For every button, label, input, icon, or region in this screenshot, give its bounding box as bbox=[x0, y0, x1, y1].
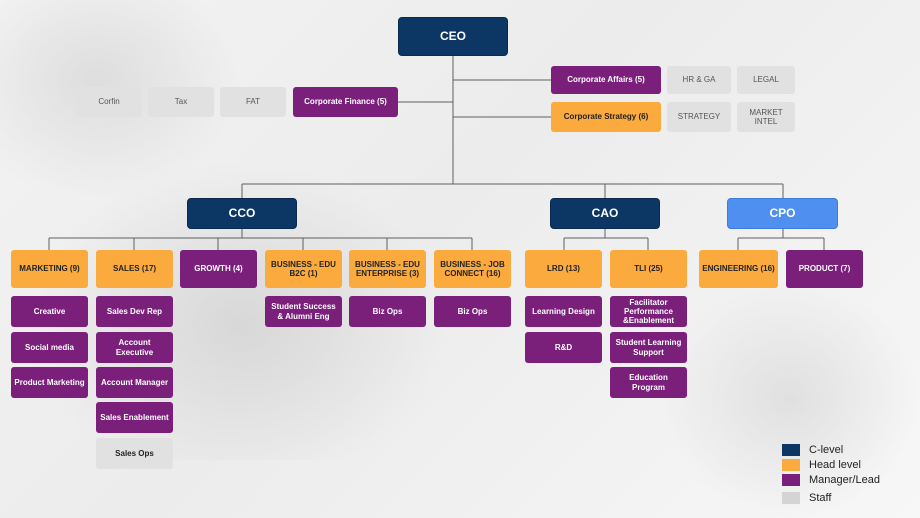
ceo-node: CEO bbox=[398, 17, 508, 56]
job-connect-node: BUSINESS - JOB CONNECT (16) bbox=[434, 250, 511, 288]
student-success-node: Student Success & Alumni Eng bbox=[265, 296, 342, 327]
market-intel-node: MARKET INTEL bbox=[737, 102, 795, 132]
edu-b2c-node: BUSINESS - EDU B2C (1) bbox=[265, 250, 342, 288]
legend-label: Head level bbox=[809, 458, 861, 471]
legend-label: C-level bbox=[809, 443, 844, 456]
legend-swatch bbox=[782, 458, 800, 471]
hr-ga-node: HR & GA bbox=[667, 66, 731, 94]
sales-dev-rep-node: Sales Dev Rep bbox=[96, 296, 173, 327]
cao-node: CAO bbox=[550, 198, 660, 229]
sales-ops-node: Sales Ops bbox=[96, 438, 173, 469]
account-executive-node: Account Executive bbox=[96, 332, 173, 363]
engineering-node: ENGINEERING (16) bbox=[699, 250, 778, 288]
rnd-node: R&D bbox=[525, 332, 602, 363]
legend-item-head-level: Head level bbox=[782, 458, 861, 471]
corporate-strategy-node: Corporate Strategy (6) bbox=[551, 102, 661, 132]
corfin-node: Corfin bbox=[76, 87, 142, 117]
corporate-finance-node: Corporate Finance (5) bbox=[293, 87, 398, 117]
cco-node: CCO bbox=[187, 198, 297, 229]
legend-swatch bbox=[782, 473, 800, 486]
legend-label: Staff bbox=[809, 491, 832, 504]
product-marketing-node: Product Marketing bbox=[11, 367, 88, 398]
learning-design-node: Learning Design bbox=[525, 296, 602, 327]
fat-node: FAT bbox=[220, 87, 286, 117]
tli-node: TLI (25) bbox=[610, 250, 687, 288]
corporate-affairs-node: Corporate Affairs (5) bbox=[551, 66, 661, 94]
marketing-node: MARKETING (9) bbox=[11, 250, 88, 288]
growth-node: GROWTH (4) bbox=[180, 250, 257, 288]
social-media-node: Social media bbox=[11, 332, 88, 363]
biz-ops-node: Biz Ops bbox=[434, 296, 511, 327]
sales-node: SALES (17) bbox=[96, 250, 173, 288]
legend-item-manager-lead: Manager/Lead bbox=[782, 473, 880, 486]
cpo-node: CPO bbox=[727, 198, 838, 229]
lrd-node: LRD (13) bbox=[525, 250, 602, 288]
creative-node: Creative bbox=[11, 296, 88, 327]
edu-enterprise-node: BUSINESS - EDU ENTERPRISE (3) bbox=[349, 250, 426, 288]
strategy-node: STRATEGY bbox=[667, 102, 731, 132]
legend-swatch bbox=[782, 491, 800, 504]
sales-enablement-node: Sales Enablement bbox=[96, 402, 173, 433]
biz-ops-node: Biz Ops bbox=[349, 296, 426, 327]
tax-node: Tax bbox=[148, 87, 214, 117]
legend-item-c-level: C-level bbox=[782, 443, 843, 456]
legend-swatch bbox=[782, 443, 800, 456]
account-manager-node: Account Manager bbox=[96, 367, 173, 398]
legend-label: Manager/Lead bbox=[809, 473, 880, 486]
legend-item-staff: Staff bbox=[782, 491, 831, 504]
product-node: PRODUCT (7) bbox=[786, 250, 863, 288]
student-learning-support-node: Student Learning Support bbox=[610, 332, 687, 363]
education-program-node: Education Program bbox=[610, 367, 687, 398]
legal-node: LEGAL bbox=[737, 66, 795, 94]
facilitator-node: Facilitator Performance &Enablement bbox=[610, 296, 687, 327]
